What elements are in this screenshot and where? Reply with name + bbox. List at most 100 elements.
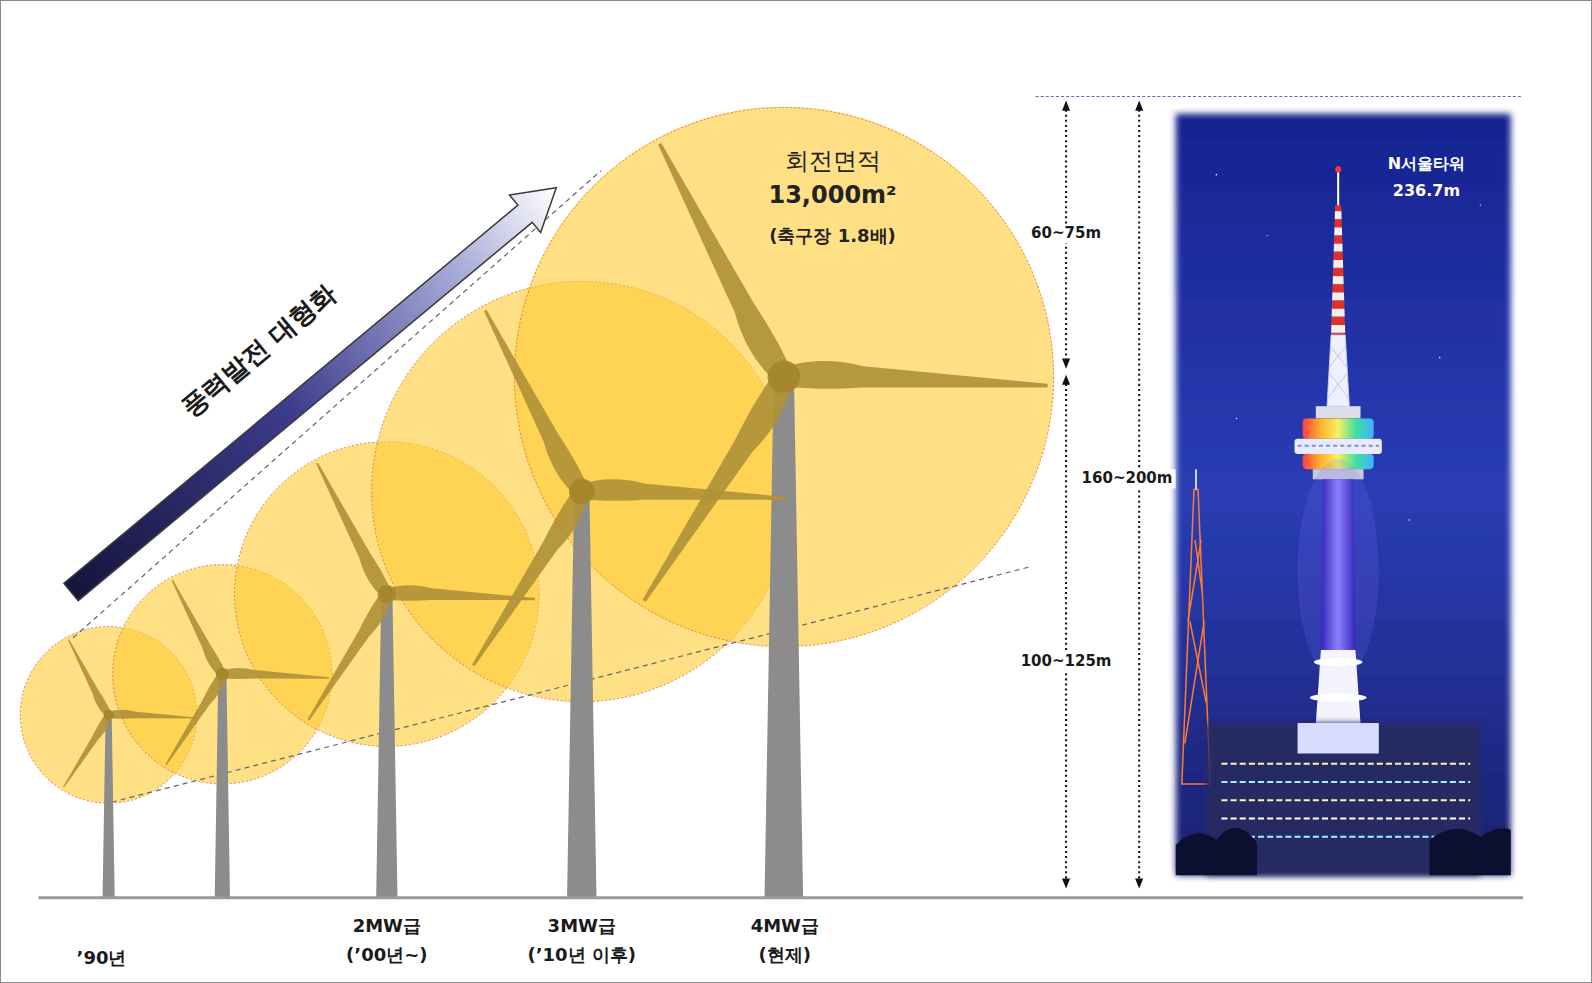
rotor xyxy=(309,460,392,598)
tower xyxy=(765,377,804,898)
top-reference-line xyxy=(1036,96,1521,97)
rotor xyxy=(222,667,329,682)
tower xyxy=(567,492,596,898)
growth-arrow xyxy=(55,169,571,611)
capacity-label: 4MW급 xyxy=(751,916,819,937)
rotor xyxy=(635,371,799,610)
night-sky xyxy=(1176,114,1511,876)
dimension-arrowheads xyxy=(1135,101,1143,111)
area-comparison: (축구장 1.8배) xyxy=(769,225,896,246)
dimension-line xyxy=(1065,384,1067,880)
turbine-towers xyxy=(103,377,804,898)
rotor xyxy=(378,585,396,603)
rotor xyxy=(162,578,329,768)
rotor xyxy=(216,668,229,681)
dimension-arrowheads xyxy=(1062,358,1070,368)
rotor xyxy=(104,710,114,720)
deck-level xyxy=(1316,406,1361,418)
envelope-line xyxy=(73,171,601,638)
lattice-tower xyxy=(1195,540,1202,591)
period-label: (’00년~) xyxy=(346,945,427,966)
antenna-base xyxy=(1327,335,1349,406)
period-label: (’10년 이후) xyxy=(527,945,636,966)
rotor xyxy=(783,359,1048,396)
circle-outline xyxy=(514,107,1053,646)
lattice-lines xyxy=(1329,347,1345,367)
dimension-arrowheads xyxy=(1062,878,1070,888)
tower-height: 236.7m xyxy=(1393,182,1460,200)
rotor-area-circle: 회전면적 13,000m² (축구장 1.8배) xyxy=(514,107,1054,647)
rotor xyxy=(166,578,226,677)
rotor xyxy=(466,487,593,672)
stars xyxy=(1480,205,1481,206)
building-lights xyxy=(1221,817,1470,819)
rotor xyxy=(466,306,787,672)
tower xyxy=(103,715,115,898)
antenna-mast xyxy=(1331,205,1345,335)
area-value: 13,000m² xyxy=(768,182,896,210)
period-label: (현제) xyxy=(759,945,811,966)
growth-envelope xyxy=(73,171,1030,803)
lattice-tower xyxy=(1188,540,1201,621)
rotor xyxy=(61,713,114,790)
dimension-arrowheads xyxy=(1062,101,1070,111)
rotor xyxy=(768,361,800,393)
lattice-lines xyxy=(1328,373,1347,398)
ground-line xyxy=(39,896,1523,899)
lattice-tower xyxy=(1182,469,1210,784)
lattice-tower xyxy=(1182,489,1210,783)
trees xyxy=(1176,828,1511,876)
tower-ring xyxy=(1314,658,1363,666)
dimension-label: 60~75m xyxy=(1028,224,1104,243)
tower xyxy=(376,594,397,898)
lattice-lines xyxy=(1328,347,1348,398)
dimension-arrowheads xyxy=(1062,375,1070,385)
stars xyxy=(1266,235,1267,236)
deck-level xyxy=(1295,439,1382,454)
building-lights xyxy=(1221,799,1470,801)
rotor xyxy=(109,709,195,721)
capacity-label: 3MW급 xyxy=(548,916,616,937)
rotor xyxy=(474,306,589,497)
rotor xyxy=(635,139,1048,610)
rotor xyxy=(581,478,787,507)
dimension-arrowheads xyxy=(1062,101,1143,889)
capacity-label: 2MW급 xyxy=(353,916,421,937)
year-label: ’90년 xyxy=(77,948,127,969)
building-lights xyxy=(1221,781,1470,783)
rotor xyxy=(303,460,535,725)
lattice-tower xyxy=(1185,621,1204,743)
building-lights xyxy=(1221,763,1470,765)
stars xyxy=(1409,519,1410,520)
tower-ring xyxy=(1310,694,1367,702)
dimension-arrowheads xyxy=(1135,878,1143,888)
dimension-label: 100~125m xyxy=(1018,652,1115,671)
dimension-line xyxy=(1138,110,1140,880)
rotor xyxy=(162,672,228,768)
lattice-tower xyxy=(1195,469,1197,489)
tower-shaft xyxy=(1321,479,1356,650)
deck-level xyxy=(1303,418,1374,438)
rotor xyxy=(303,591,395,725)
tower-name: N서울타워 xyxy=(1388,155,1465,173)
area-heading: 회전면적 xyxy=(785,149,881,177)
tower xyxy=(215,674,230,897)
rotor-circles xyxy=(20,107,1054,804)
tower-photo xyxy=(1298,445,1379,447)
rotor xyxy=(645,139,794,385)
growth-arrow xyxy=(55,169,571,611)
rotor xyxy=(61,638,195,790)
stars xyxy=(1439,357,1440,358)
shaft-glow xyxy=(1298,459,1379,682)
dimension-label: 160~200m xyxy=(1079,470,1176,489)
rotor xyxy=(64,638,112,718)
building-lights xyxy=(1221,764,1470,837)
lattice-lines xyxy=(1331,347,1347,367)
lattice-lines xyxy=(1329,373,1348,398)
antenna-light xyxy=(1335,167,1341,173)
base-building xyxy=(1298,723,1379,753)
rotor xyxy=(569,479,594,504)
